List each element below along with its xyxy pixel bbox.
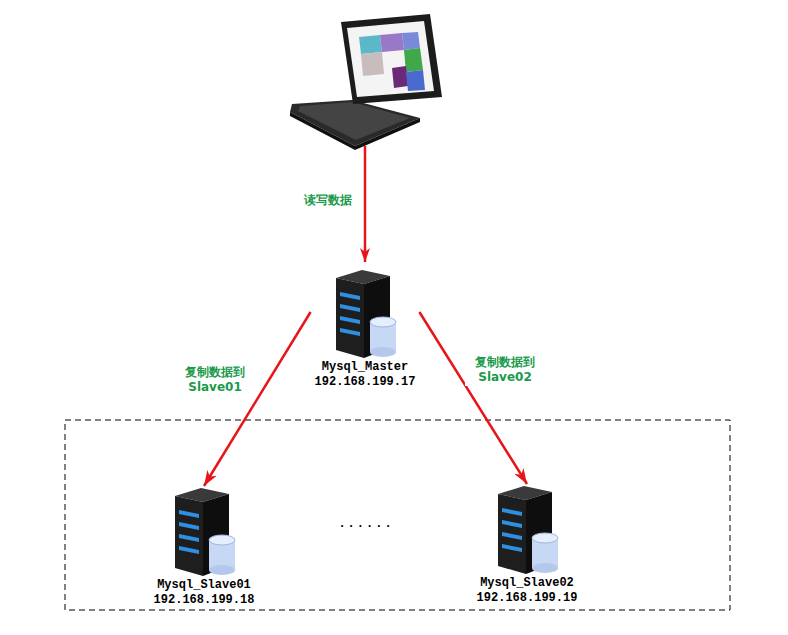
laptop-icon — [290, 14, 442, 150]
read-write-arrow — [364, 146, 367, 262]
server-icon — [328, 268, 402, 360]
flow-label: 读写数据 — [302, 192, 354, 209]
server-name: Mysql_Slave02 — [473, 576, 582, 591]
replication-arrow — [204, 312, 311, 486]
ip-address: 192.168.199.19 — [473, 591, 582, 606]
ip-address: 192.168.199.17 — [311, 375, 420, 390]
ip-address: 192.168.199.18 — [150, 593, 259, 608]
slave-group-frame — [65, 420, 730, 610]
server-icon — [490, 484, 564, 576]
edge-label: 复制数据到 Slave02 — [465, 354, 545, 386]
server-name: Mysql_Slave01 — [150, 578, 259, 593]
server-icon — [167, 486, 241, 578]
ellipsis-label: ...... — [336, 516, 395, 533]
server-node: Mysql_Slave01192.168.199.18 — [150, 486, 259, 608]
server-name: Mysql_Master — [311, 360, 420, 375]
edge-label: 复制数据到 Slave01 — [175, 364, 255, 396]
server-node: Mysql_Master192.168.199.17 — [311, 268, 420, 390]
replication-arrow — [419, 312, 527, 484]
server-node: Mysql_Slave02192.168.199.19 — [473, 484, 582, 606]
